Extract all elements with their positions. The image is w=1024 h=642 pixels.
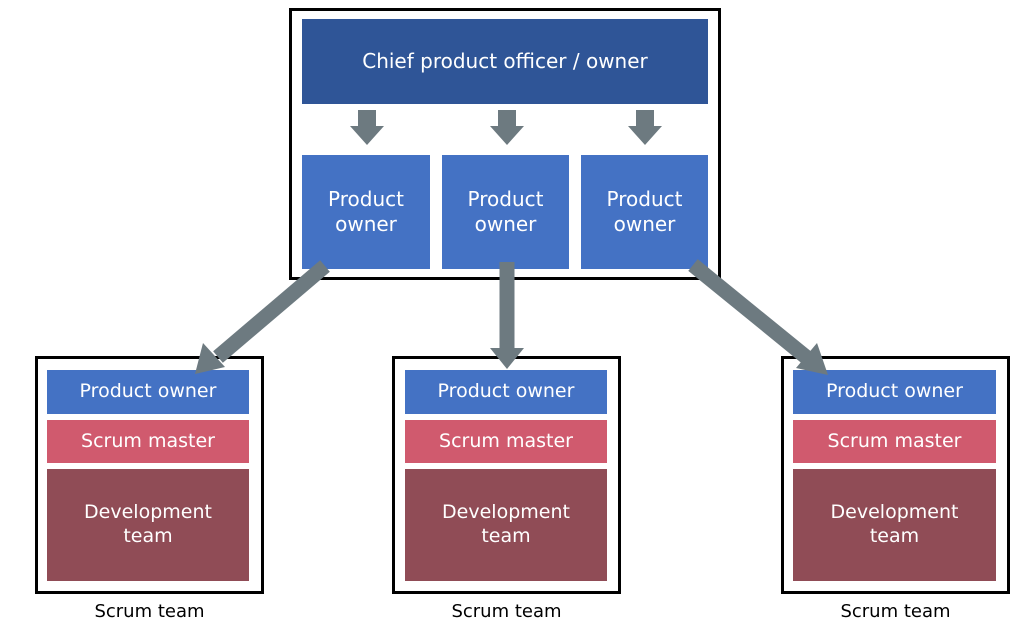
scrum-team-1-product-owner: Product owner: [47, 370, 249, 414]
scrum-team-1-scrum-master: Scrum master: [47, 420, 249, 463]
scrum-team-3-development-team: Development team: [793, 469, 996, 581]
scrum-team-1-caption: Scrum team: [94, 601, 205, 622]
scrum-team-2-product-owner: Product owner: [405, 370, 607, 414]
scrum-team-3-scrum-master: Scrum master: [793, 420, 996, 463]
product-owner-box-1: Product owner: [302, 155, 430, 269]
scrum-team-2-caption: Scrum team: [451, 601, 562, 622]
product-owner-box-3: Product owner: [581, 155, 708, 269]
scrum-team-2-scrum-master: Scrum master: [405, 420, 607, 463]
chief-product-officer-box: Chief product officer / owner: [302, 19, 708, 104]
scrum-team-1-development-team: Development team: [47, 469, 249, 581]
scrum-team-3-product-owner: Product owner: [793, 370, 996, 414]
product-owner-box-2: Product owner: [442, 155, 569, 269]
scrum-team-2-development-team: Development team: [405, 469, 607, 581]
scrum-team-3-caption: Scrum team: [840, 601, 951, 622]
